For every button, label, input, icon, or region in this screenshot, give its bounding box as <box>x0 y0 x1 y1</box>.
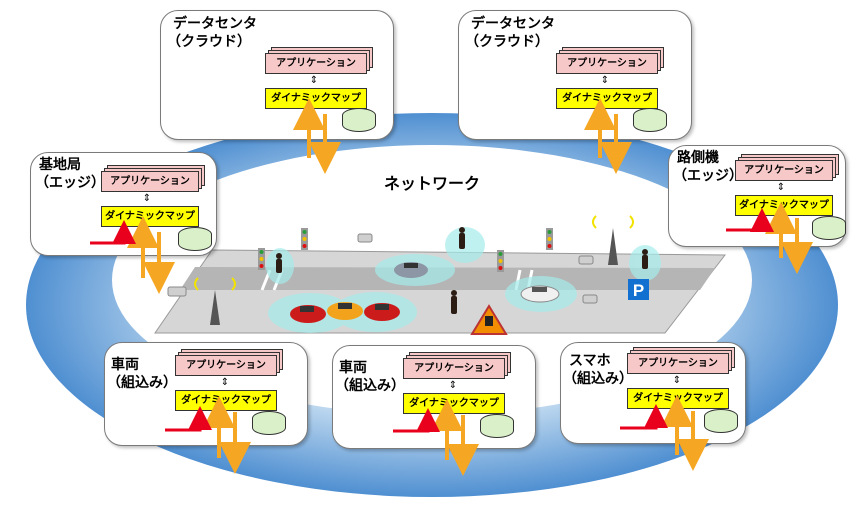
node-subtitle: （組込み） <box>335 378 405 394</box>
road-car-white-icon <box>520 285 560 303</box>
road-car-red-2-icon <box>364 303 400 321</box>
node-title: 基地局 <box>39 157 81 173</box>
node-title: データセンタ <box>471 16 555 32</box>
construction-sign-icon <box>470 304 508 335</box>
node-title: 車両 <box>339 360 367 376</box>
application-box: アプリケーション <box>265 53 367 74</box>
pedestrian-icons <box>276 227 648 314</box>
bidirectional-arrow-icon: ⇕ <box>448 380 458 391</box>
datacenter-node-1: データセンタ （クラウド） アプリケーション ⇕ ダイナミックマップ <box>160 10 394 140</box>
dynamic-map-box: ダイナミックマップ <box>735 195 833 216</box>
database-icon <box>252 411 286 435</box>
dynamic-map-box: ダイナミックマップ <box>265 88 367 109</box>
roadside-node: 路側機 （エッジ） アプリケーション ⇕ ダイナミックマップ <box>668 145 846 247</box>
node-subtitle: （組込み） <box>563 371 633 387</box>
bidirectional-arrow-icon: ⇕ <box>600 75 610 86</box>
smartphone-node: スマホ （組込み） アプリケーション ⇕ ダイナミックマップ <box>560 342 746 444</box>
application-box: アプリケーション <box>556 53 658 74</box>
node-subtitle: （クラウド） <box>465 34 549 50</box>
vehicle-node-2: 車両 （組込み） アプリケーション ⇕ ダイナミックマップ <box>332 345 536 449</box>
application-box: アプリケーション <box>735 160 833 181</box>
database-icon <box>178 227 212 251</box>
database-icon <box>812 216 846 240</box>
parking-sign-icon: P <box>628 279 649 300</box>
dynamic-map-box: ダイナミックマップ <box>627 388 729 409</box>
application-box: アプリケーション <box>101 171 199 192</box>
bidirectional-arrow-icon: ⇕ <box>672 375 682 386</box>
bidirectional-arrow-icon: ⇕ <box>776 182 786 193</box>
bidirectional-arrow-icon: ⇕ <box>220 377 230 388</box>
node-title: 車両 <box>111 357 139 373</box>
node-subtitle: （エッジ） <box>673 168 743 184</box>
node-title: 路側機 <box>677 150 719 166</box>
database-icon <box>633 108 667 132</box>
node-subtitle: （エッジ） <box>35 175 105 191</box>
parking-sign-label: P <box>633 281 644 300</box>
vehicle-node-1: 車両 （組込み） アプリケーション ⇕ ダイナミックマップ <box>104 342 308 446</box>
application-box: アプリケーション <box>403 358 505 379</box>
basestation-node: 基地局 （エッジ） アプリケーション ⇕ ダイナミックマップ <box>30 152 217 256</box>
dynamic-map-box: ダイナミックマップ <box>403 393 505 414</box>
road-car-yellow-icon <box>327 302 363 320</box>
application-box: アプリケーション <box>175 355 277 376</box>
dynamic-map-box: ダイナミックマップ <box>175 390 277 411</box>
database-icon <box>480 414 514 438</box>
network-label: ネットワーク <box>384 174 481 193</box>
bidirectional-arrow-icon: ⇕ <box>309 75 319 86</box>
datacenter-node-2: データセンタ （クラウド） アプリケーション ⇕ ダイナミックマップ <box>458 10 692 140</box>
bidirectional-arrow-icon: ⇕ <box>142 193 152 204</box>
road-car-gray-icon <box>394 262 428 278</box>
node-title: データセンタ <box>173 16 257 32</box>
road-car-red-1-icon <box>290 305 326 323</box>
database-icon <box>704 409 738 433</box>
node-subtitle: （組込み） <box>107 375 177 391</box>
node-subtitle: （クラウド） <box>167 34 251 50</box>
dynamic-map-box: ダイナミックマップ <box>556 88 658 109</box>
application-box: アプリケーション <box>627 353 729 374</box>
dynamic-map-box: ダイナミックマップ <box>101 206 199 227</box>
database-icon <box>342 108 376 132</box>
node-title: スマホ <box>569 353 611 369</box>
